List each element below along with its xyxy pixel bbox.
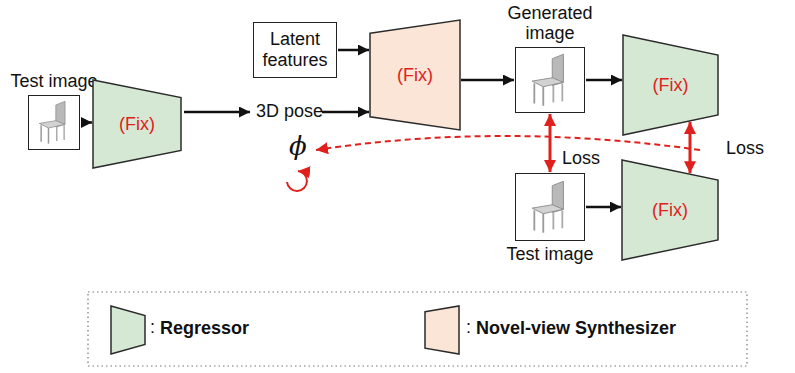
test-image: Test image [515, 173, 585, 241]
loss-label: Loss [560, 148, 602, 169]
pose-input-arrow [322, 111, 369, 114]
loss-label: Loss [724, 138, 766, 159]
label-wrap: (Fix) [370, 20, 460, 130]
input-image: Test image [28, 95, 80, 150]
loss-arrow [549, 114, 552, 172]
label-wrap: (Fix) [623, 35, 718, 135]
latent-box: Latent features [253, 22, 337, 78]
image-caption: Test image [506, 244, 593, 265]
flow-arrow [461, 79, 514, 82]
regressor-block: (Fix) [93, 80, 181, 168]
update-loop [287, 171, 307, 191]
generated-image: Generated image [515, 47, 585, 113]
chair-image [532, 54, 563, 106]
label-wrap: (Fix) [622, 160, 718, 260]
flow-arrow [586, 79, 622, 82]
flow-arrow [81, 121, 92, 124]
legend-text: Regressor [160, 318, 249, 339]
legend-frame [88, 292, 747, 366]
loss-arrow [689, 122, 692, 173]
block-label: (Fix) [652, 200, 688, 221]
legend-swatch [110, 305, 146, 355]
pose-arrow [184, 111, 250, 114]
image-caption: Test image [10, 71, 97, 92]
gradient-path [316, 136, 700, 150]
block-label: (Fix) [119, 114, 155, 135]
image-caption: Generated image [502, 3, 598, 44]
regressor-block: (Fix) [623, 35, 718, 135]
flow-arrow [338, 49, 369, 52]
legend-swatch [424, 305, 460, 355]
legend-colon: : [150, 317, 155, 338]
legend-colon: : [466, 317, 471, 338]
block-label: (Fix) [397, 65, 433, 86]
flow-arrow [586, 206, 621, 209]
regressor-block: (Fix) [622, 160, 718, 260]
chair-image [39, 101, 65, 143]
pose-symbol: ϕ [289, 131, 307, 161]
label-wrap: (Fix) [93, 80, 181, 168]
box-label: Latent features [254, 27, 336, 72]
pose-label: 3D pose [256, 101, 323, 122]
legend-text: Novel-view Synthesizer [476, 318, 676, 339]
synthesizer-block: (Fix) [370, 20, 460, 130]
chair-image [532, 181, 563, 233]
block-label: (Fix) [653, 75, 689, 96]
